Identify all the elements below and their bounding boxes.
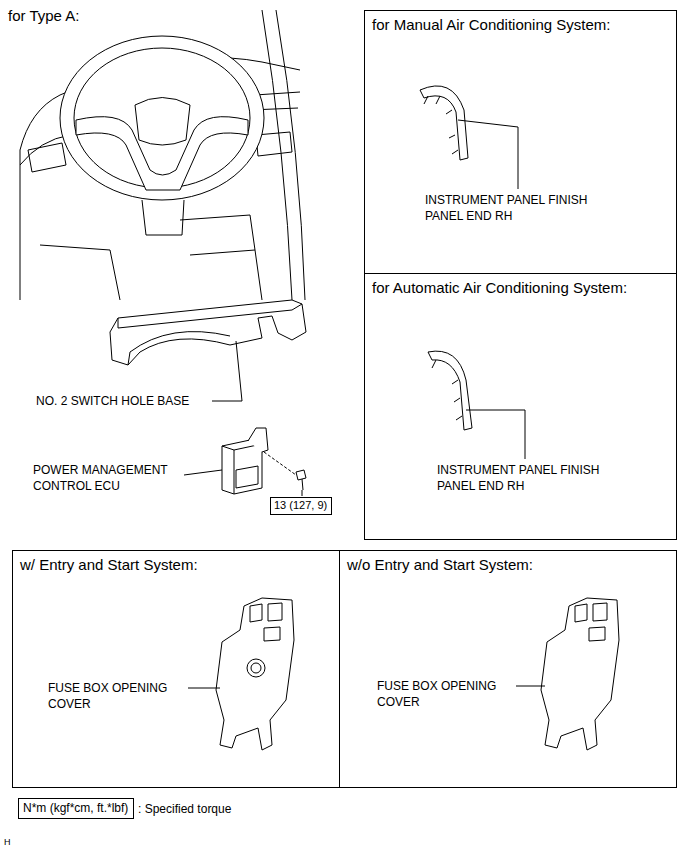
legend-text: : Specified torque (138, 801, 231, 817)
steering-spoke (76, 117, 248, 190)
steering-wheel (60, 36, 264, 200)
leader-line (458, 120, 518, 189)
panel-heading: w/o Entry and Start System: (347, 556, 669, 574)
switch-hole-base (118, 304, 302, 365)
leader-line (466, 410, 525, 459)
leader-line (184, 470, 222, 475)
console-outline (40, 215, 262, 300)
part-name: POWER MANAGEMENT CONTROL ECU (33, 462, 181, 494)
finish-panel-tab (424, 96, 458, 154)
ecu-body (222, 440, 262, 494)
bolt (296, 470, 306, 490)
view-title: for Type A: (8, 6, 79, 26)
install-line (264, 452, 296, 475)
part-name: FUSE BOX OPENING COVER (377, 678, 513, 710)
finish-panel-tab (432, 360, 462, 420)
option-panel: for Manual Air Conditioning System: (364, 10, 677, 274)
start-switch-hole (247, 659, 265, 677)
switch-hole (250, 603, 282, 641)
fuse-box-cover (541, 598, 619, 750)
switch-hole (575, 603, 607, 641)
leader-line (516, 686, 545, 687)
option-panel: w/ Entry and Start System: (12, 550, 340, 788)
steering-column (142, 200, 184, 235)
part-name: INSTRUMENT PANEL FINISH PANEL END RH (425, 192, 610, 224)
finish-panel-end (420, 86, 468, 160)
leader-line (302, 490, 303, 496)
finish-panel-end (428, 351, 472, 430)
start-switch-hole (251, 663, 261, 673)
option-panel: w/o Entry and Start System: (339, 550, 677, 788)
panel-heading: for Manual Air Conditioning System: (372, 16, 669, 34)
legend-box: N*m (kgf*cm, ft.*lbf) (18, 798, 134, 819)
fuse-box-cover (216, 598, 294, 750)
ecu-bracket (248, 428, 268, 452)
figure-code: H (4, 836, 11, 848)
ecu-body (222, 444, 262, 494)
steering-hub (135, 98, 190, 146)
option-panel: for Automatic Air Conditioning System: (364, 273, 677, 540)
part-name: INSTRUMENT PANEL FINISH PANEL END RH (437, 462, 622, 494)
torque-box: 13 (127, 9) (270, 497, 332, 515)
box-text: N*m (kgf*cm, ft.*lbf) (23, 801, 129, 815)
leader-line (188, 688, 220, 689)
panel-heading: w/ Entry and Start System: (20, 556, 332, 574)
leader-line (212, 341, 242, 401)
part-name: FUSE BOX OPENING COVER (48, 680, 184, 712)
panel-heading: for Automatic Air Conditioning System: (372, 279, 669, 297)
box-text: 13 (127, 9) (274, 499, 328, 512)
part-name: NO. 2 SWITCH HOLE BASE (36, 393, 189, 409)
switch-hole-base (110, 300, 306, 365)
